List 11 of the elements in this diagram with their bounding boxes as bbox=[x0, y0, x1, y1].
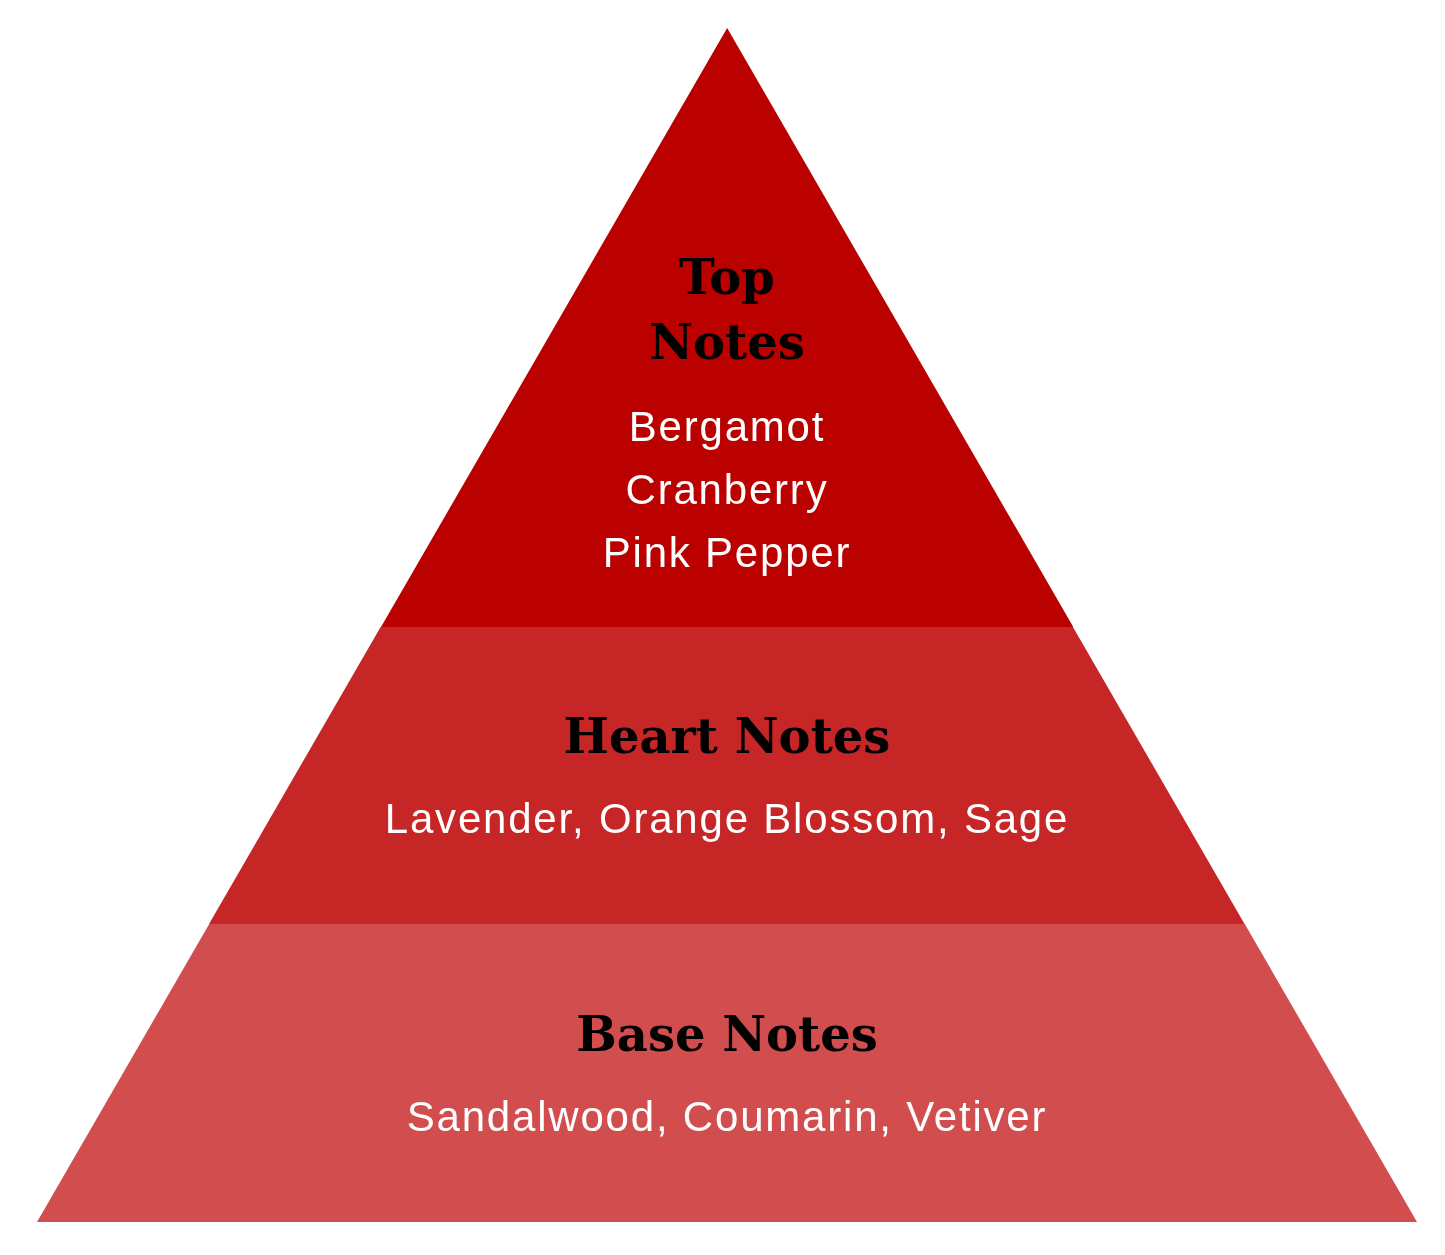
pyramid-base-tier bbox=[37, 924, 1417, 1222]
note-list-item: Pink Pepper bbox=[602, 528, 852, 578]
tier-heading: Top Notes bbox=[648, 248, 806, 372]
note-list: Lavender, Orange Blossom, Sage bbox=[384, 787, 1070, 850]
pyramid-top-tier bbox=[380, 28, 1074, 627]
note-list: Sandalwood, Coumarin, Vetiver bbox=[406, 1085, 1048, 1148]
pyramid-middle-tier bbox=[209, 627, 1245, 924]
tier-heading: Heart Notes bbox=[563, 707, 891, 766]
tier-heading: Base Notes bbox=[576, 1005, 878, 1064]
note-list-item: Cranberry bbox=[625, 465, 829, 515]
note-list-item: Bergamot bbox=[628, 402, 826, 452]
